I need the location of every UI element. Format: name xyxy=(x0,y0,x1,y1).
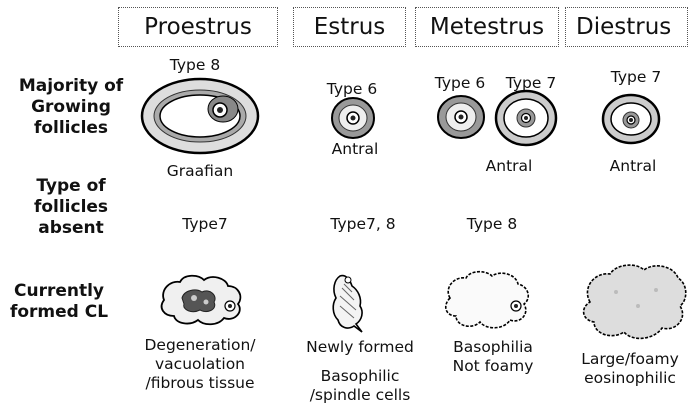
metestrus-cl-text: Basophilia Not foamy xyxy=(438,338,548,376)
type6-follicle-icon xyxy=(330,96,376,140)
estrus-cl-line4: /spindle cells xyxy=(294,386,426,405)
header-proestrus: Proestrus xyxy=(118,7,278,47)
row-label-absent: Type of follicles absent xyxy=(6,176,136,239)
proestrus-cl-text: Degeneration/ vacuolation /fibrous tissu… xyxy=(130,336,270,393)
metestrus-cl-line1: Basophilia xyxy=(438,338,548,357)
metestrus-type7-follicle-icon xyxy=(494,89,558,147)
metestrus-follicle-label: Antral xyxy=(474,157,544,176)
diestrus-type-label: Type 7 xyxy=(606,68,666,87)
proestrus-type-label: Type 8 xyxy=(165,56,225,75)
diestrus-cl-line1: Large/foamy xyxy=(574,350,686,369)
header-diestrus: Diestrus xyxy=(565,7,688,47)
row-label-growing-line1: Majority of xyxy=(6,76,136,97)
row-label-cl-line2: formed CL xyxy=(0,302,118,323)
proestrus-cl-line1: Degeneration/ xyxy=(130,336,270,355)
estrus-follicle-label: Antral xyxy=(322,140,388,159)
header-estrus: Estrus xyxy=(293,7,406,47)
proestrus-follicle-label: Graafian xyxy=(160,162,240,181)
proestrus-absent-value: Type7 xyxy=(165,215,245,234)
metestrus-type6-follicle-icon xyxy=(436,93,486,141)
row-label-absent-line1: Type of xyxy=(6,176,136,197)
proestrus-cl-line3: /fibrous tissue xyxy=(130,374,270,393)
row-label-absent-line2: follicles xyxy=(6,197,136,218)
graafian-follicle-icon xyxy=(140,76,260,156)
diestrus-cl-line2: eosinophilic xyxy=(574,369,686,388)
row-label-growing-line2: Growing xyxy=(6,97,136,118)
estrus-cl-text: Newly formed Basophilic /spindle cells xyxy=(294,338,426,405)
diestrus-cl-text: Large/foamy eosinophilic xyxy=(574,350,686,388)
degenerating-cl-icon xyxy=(156,272,246,328)
newly-formed-cl-icon xyxy=(328,272,368,334)
diestrus-type7-follicle-icon xyxy=(601,93,661,145)
estrus-absent-value: Type7, 8 xyxy=(318,215,408,234)
diestrus-follicle-label: Antral xyxy=(600,157,666,176)
row-label-cl-line1: Currently xyxy=(0,281,118,302)
metestrus-cl-line2: Not foamy xyxy=(438,357,548,376)
row-label-cl: Currently formed CL xyxy=(0,281,118,323)
estrus-cl-line3: Basophilic xyxy=(294,367,426,386)
metestrus-type-a-label: Type 6 xyxy=(430,74,490,93)
estrus-cl-line2 xyxy=(294,357,426,367)
metestrus-absent-value: Type 8 xyxy=(452,215,532,234)
large-foamy-cl-icon xyxy=(580,262,688,342)
header-metestrus: Metestrus xyxy=(415,7,559,47)
row-label-absent-line3: absent xyxy=(6,218,136,239)
basophilic-cl-icon xyxy=(440,268,532,332)
row-label-growing-line3: follicles xyxy=(6,118,136,139)
estrus-cl-line1: Newly formed xyxy=(294,338,426,357)
row-label-growing: Majority of Growing follicles xyxy=(6,76,136,139)
proestrus-cl-line2: vacuolation xyxy=(130,355,270,374)
